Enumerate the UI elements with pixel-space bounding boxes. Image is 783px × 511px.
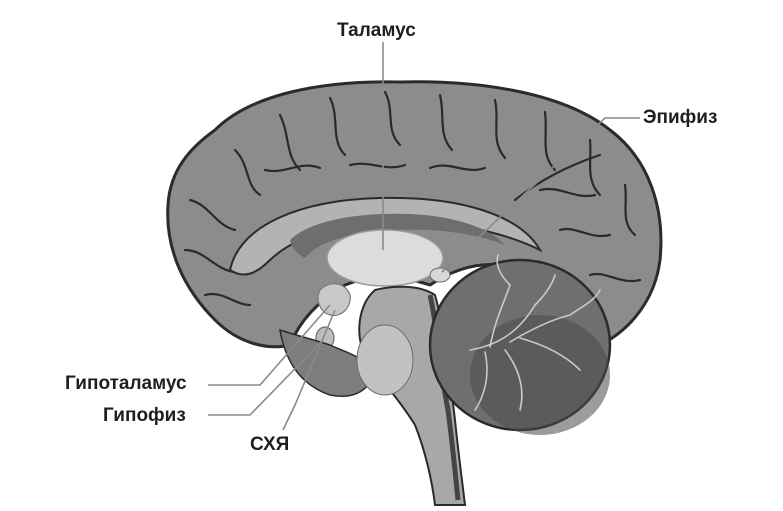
- leader-epiphysis: [441, 117, 640, 273]
- label-hypophysis: Гипофиз: [103, 405, 186, 426]
- gyri-lines: [183, 90, 642, 307]
- label-hypothalamus: Гипоталамус: [65, 373, 187, 394]
- label-epiphysis: Эпифиз: [643, 107, 718, 128]
- thalamus: [326, 229, 444, 287]
- label-scn: СХЯ: [250, 434, 290, 455]
- leader-hypothalamus: [208, 304, 331, 386]
- pineal-gland: [429, 267, 451, 283]
- hypothalamus: [317, 283, 351, 317]
- cerebellum-shadow: [470, 315, 610, 435]
- leader-scn: [282, 309, 336, 431]
- leader-hypophysis: [208, 339, 324, 416]
- pons: [356, 324, 414, 396]
- label-thalamus: Таламус: [337, 20, 416, 41]
- corpus-callosum: [228, 196, 543, 276]
- leader-lines: [208, 42, 640, 431]
- lateral-ventricle: [290, 213, 505, 258]
- arbor-vitae: [469, 254, 601, 411]
